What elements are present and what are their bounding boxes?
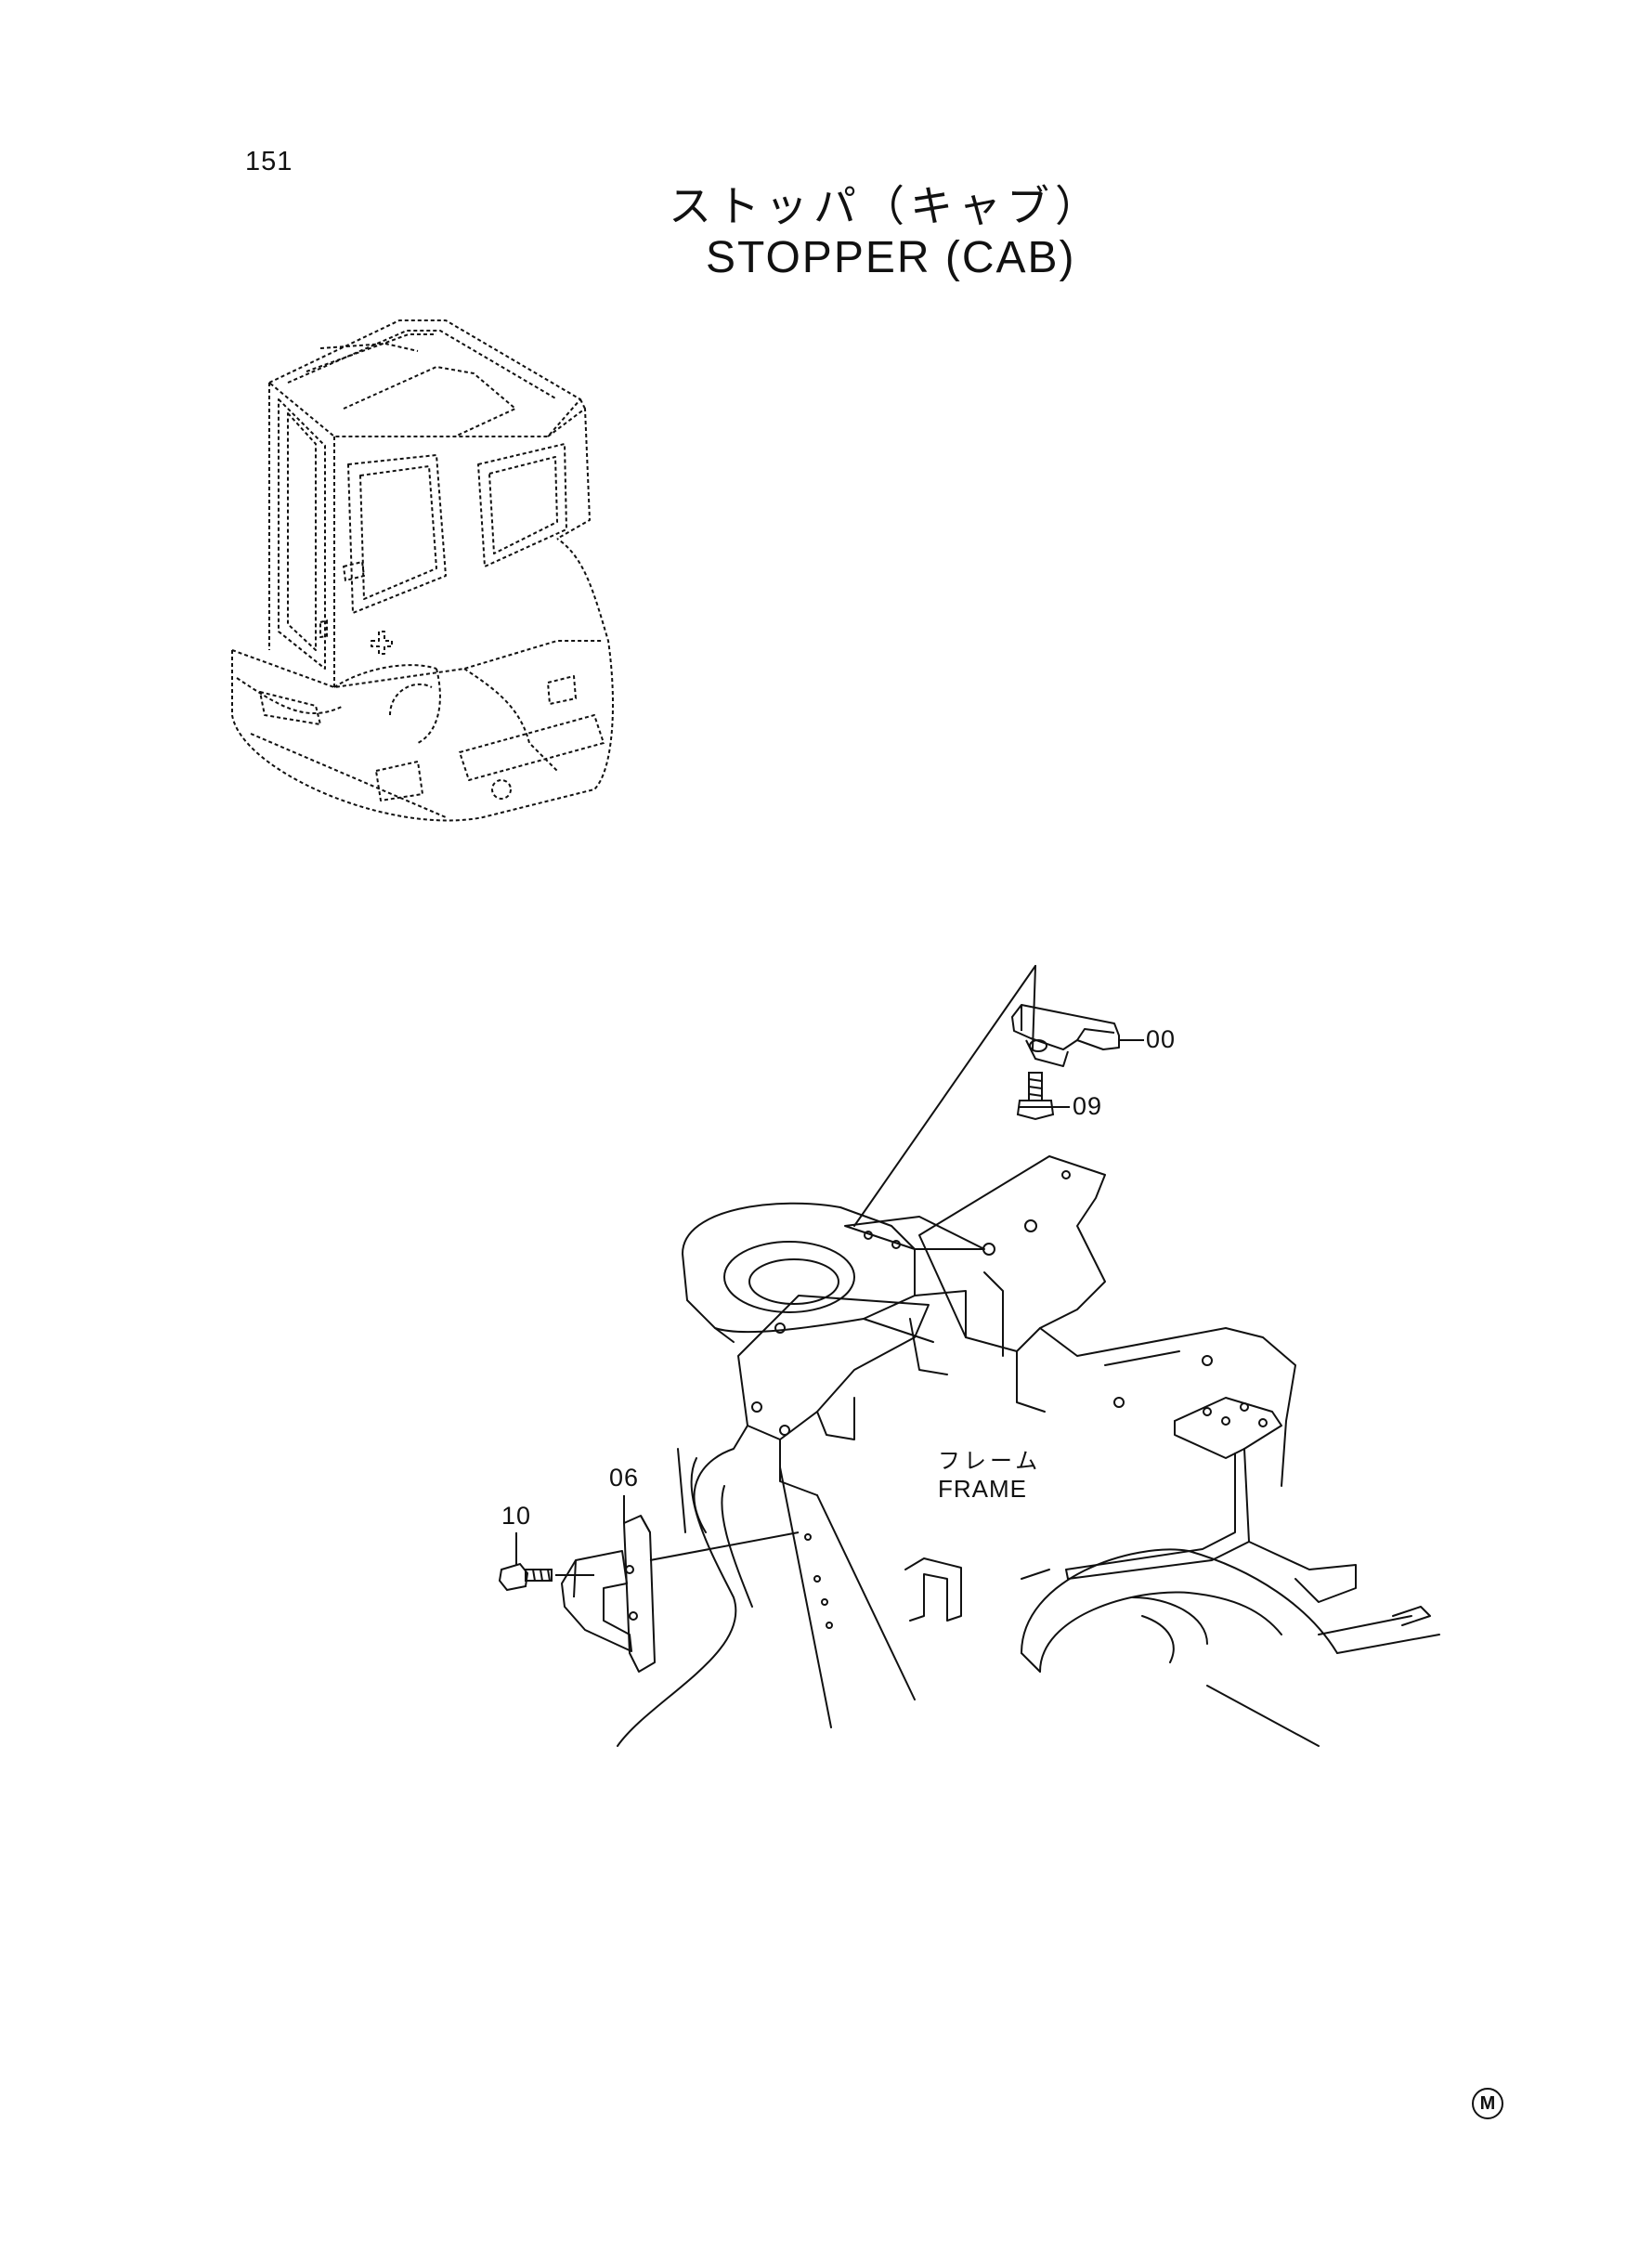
page-title-jp: ストッパ（キャブ）: [669, 181, 1103, 231]
circled-m-icon: M: [1472, 2088, 1503, 2119]
frame-label-jp: フレーム: [938, 1448, 1042, 1474]
frame-drawing: [617, 965, 1440, 1747]
callout-leaders: [515, 1039, 1144, 1565]
page-title-en: STOPPER (CAB): [706, 233, 1076, 282]
callout-06: 06: [609, 1464, 640, 1492]
callout-00: 00: [1146, 1025, 1177, 1053]
bolt-part-10: [498, 1562, 594, 1592]
stopper-part-00: [1011, 1004, 1120, 1067]
page-number: 151: [245, 147, 293, 176]
callout-10: 10: [501, 1502, 532, 1530]
frame-label-en: FRAME: [938, 1475, 1027, 1503]
cab-overview: [231, 319, 614, 822]
callout-09: 09: [1073, 1092, 1103, 1120]
bolt-part-09: [1016, 1072, 1055, 1121]
stopper-part-06: [561, 1515, 800, 1673]
